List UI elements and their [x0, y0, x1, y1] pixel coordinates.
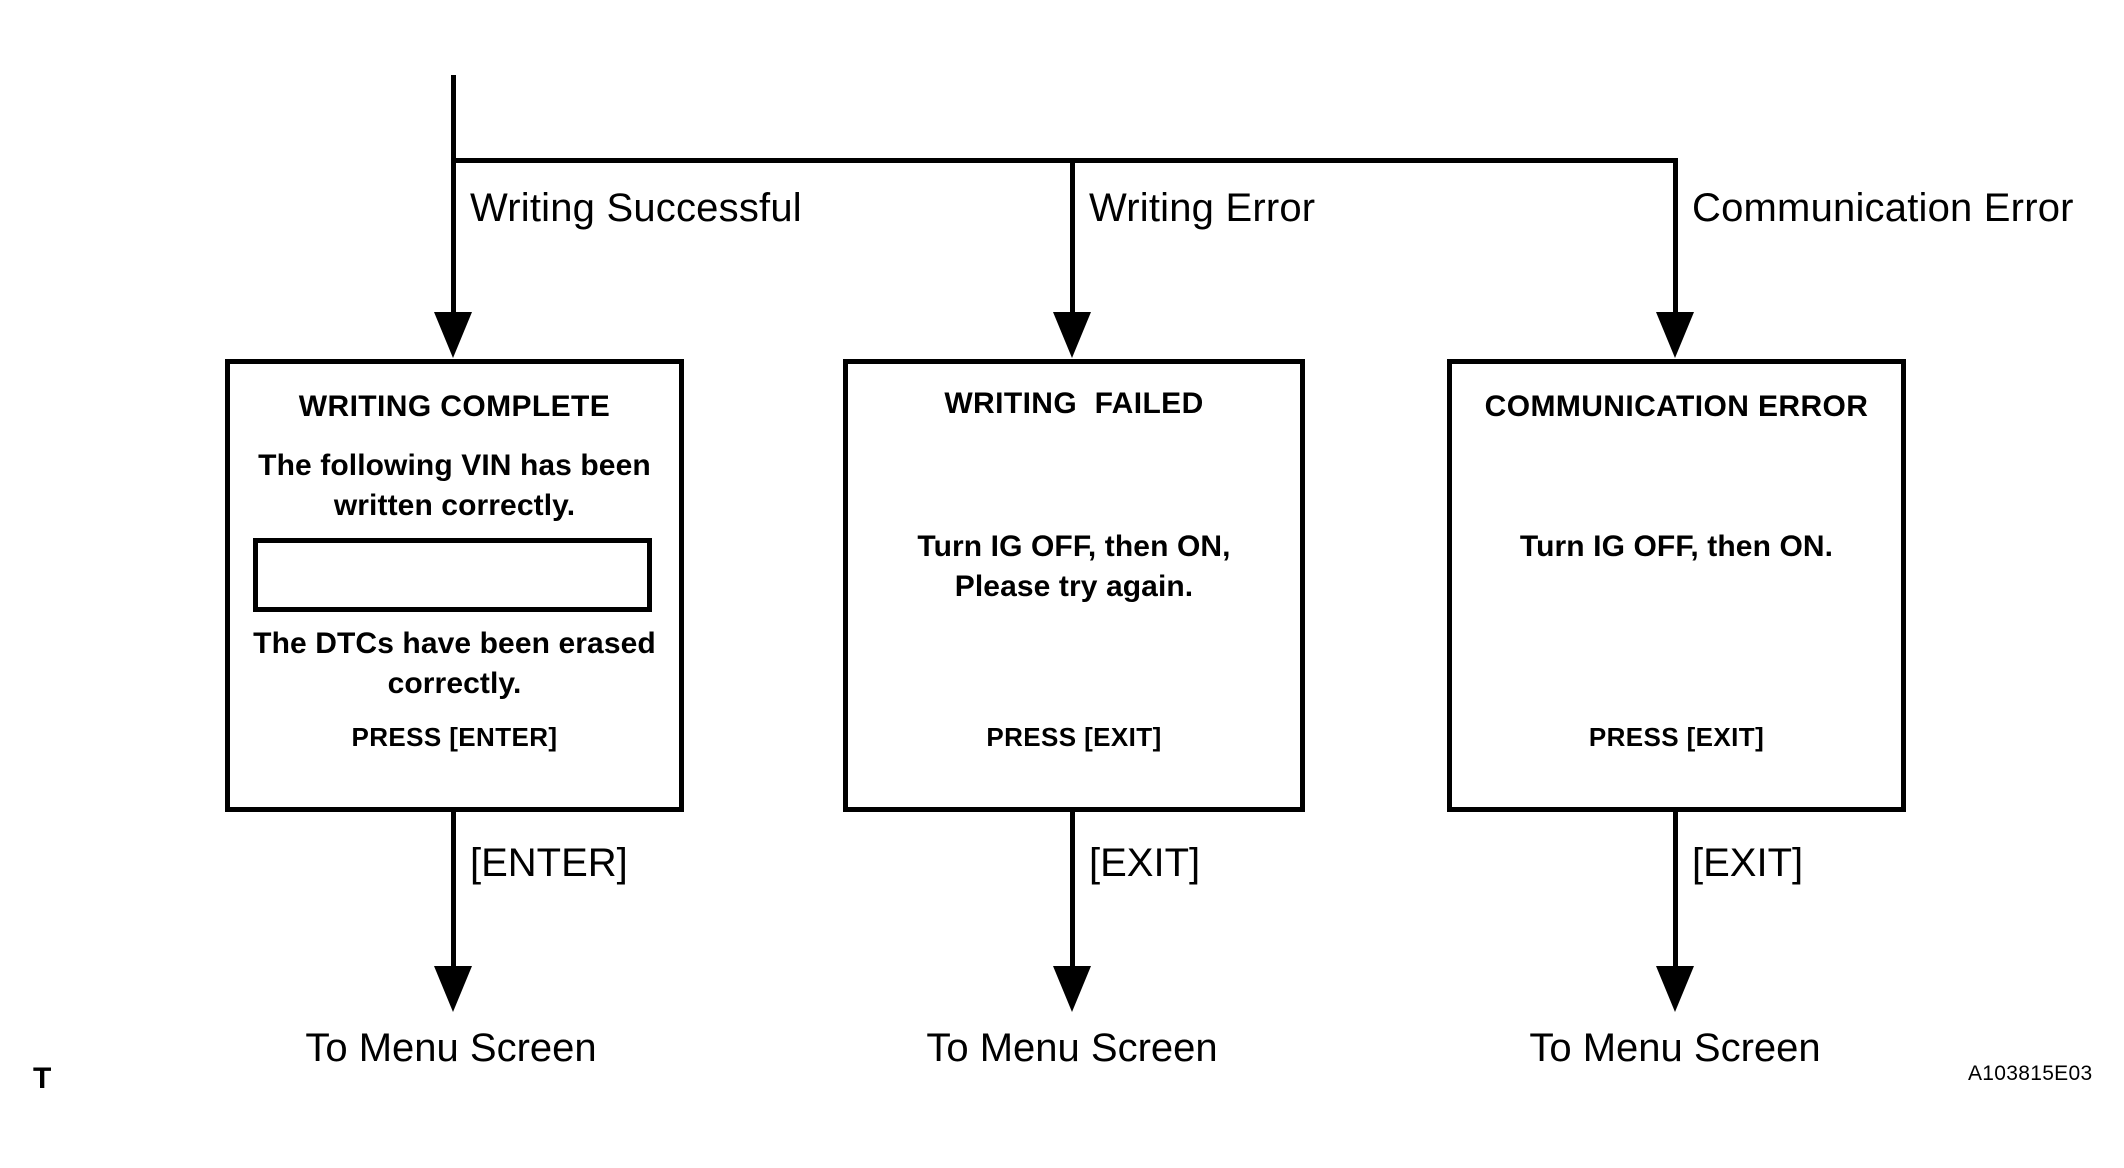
branch-distribution-bar [451, 158, 1678, 163]
branch-2-exit-line [1070, 812, 1075, 968]
branch-1-condition-label: Writing Successful [470, 186, 802, 230]
branch-2-destination-label: To Menu Screen [926, 1026, 1218, 1070]
branch-3-arrowhead-icon [1656, 312, 1694, 358]
screen-1-title: WRITING COMPLETE [298, 390, 611, 423]
vin-display-field[interactable] [253, 538, 652, 612]
branch-1-destination-label: To Menu Screen [305, 1026, 597, 1070]
screen-communication-error: COMMUNICATION ERROR Turn IG OFF, then ON… [1447, 359, 1906, 812]
incoming-stem-line [451, 75, 456, 163]
branch-2-exit-arrowhead-icon [1053, 966, 1091, 1012]
branch-3-drop-line [1673, 158, 1678, 314]
branch-2-drop-line [1070, 158, 1075, 314]
branch-1-drop-line [451, 158, 456, 314]
branch-3-exit-arrowhead-icon [1656, 966, 1694, 1012]
screen-3-body-primary: Turn IG OFF, then ON. [1462, 527, 1891, 567]
figure-reference-code: A103815E03 [1968, 1062, 2093, 1085]
branch-3-destination-label: To Menu Screen [1529, 1026, 1821, 1070]
screen-1-footer-prompt: PRESS [ENTER] [351, 722, 558, 752]
screen-3-title: COMMUNICATION ERROR [1484, 390, 1869, 423]
screen-1-body-line-1: The following VIN has been [258, 449, 651, 482]
screen-1-body-line-2: written correctly. [333, 488, 576, 522]
screen-2-title: WRITING FAILED [944, 387, 1204, 420]
screen-1-body-secondary: The DTCs have been erased correctly. [240, 624, 669, 703]
screen-3-footer-prompt: PRESS [EXIT] [1588, 722, 1765, 752]
page-corner-mark: T [33, 1062, 52, 1095]
branch-2-condition-label: Writing Error [1089, 186, 1316, 230]
branch-2-exit-key-label: [EXIT] [1089, 841, 1201, 885]
screen-1-body2-line-1: The DTCs have been erased [253, 627, 656, 660]
screen-1-body-primary: The following VIN has been written corre… [240, 446, 669, 525]
screen-2-body-line-2: Please try again. [954, 569, 1194, 603]
branch-1-exit-line [451, 812, 456, 968]
screen-2-body-line-1: Turn IG OFF, then ON, [917, 530, 1231, 563]
branch-1-arrowhead-icon [434, 312, 472, 358]
screen-writing-complete: WRITING COMPLETE The following VIN has b… [225, 359, 684, 812]
branch-1-exit-key-label: [ENTER] [470, 841, 628, 885]
screen-3-body-line-1: Turn IG OFF, then ON. [1519, 530, 1834, 563]
screen-writing-failed: WRITING FAILED Turn IG OFF, then ON, Ple… [843, 359, 1305, 812]
screen-1-body2-line-2: correctly. [387, 666, 522, 700]
branch-3-exit-line [1673, 812, 1678, 968]
branch-3-condition-label: Communication Error [1692, 186, 2074, 230]
screen-2-body-primary: Turn IG OFF, then ON, Please try again. [858, 527, 1290, 606]
branch-3-exit-key-label: [EXIT] [1692, 841, 1804, 885]
screen-2-footer-prompt: PRESS [EXIT] [986, 722, 1162, 752]
branch-1-exit-arrowhead-icon [434, 966, 472, 1012]
branch-2-arrowhead-icon [1053, 312, 1091, 358]
